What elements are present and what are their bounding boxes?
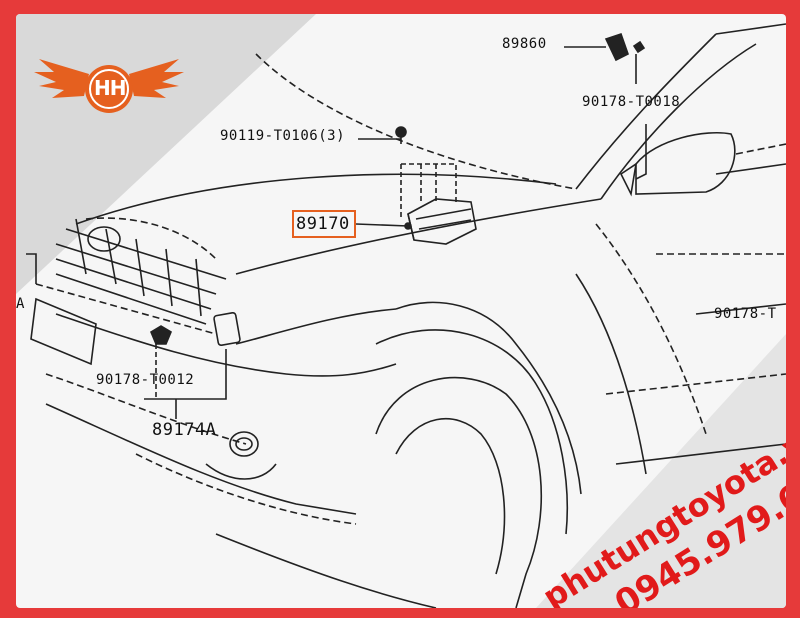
part-label-90119-t0106[interactable]: 90119-T0106(3) bbox=[220, 128, 346, 144]
part-label-89170[interactable]: 89170 bbox=[296, 214, 350, 234]
part-label-89860[interactable]: 89860 bbox=[502, 36, 547, 52]
part-label-89174a[interactable]: 89174A bbox=[152, 420, 217, 440]
part-label-90178-t-right[interactable]: 90178-T bbox=[714, 306, 777, 322]
logo-text: HH bbox=[94, 76, 127, 100]
part-label-a: A bbox=[16, 296, 25, 312]
parts-diagram-sheet: 89860 90178-T0018 90119-T0106(3) 89170 9… bbox=[16, 14, 786, 608]
hh-logo bbox=[34, 59, 184, 113]
vehicle-line-drawing bbox=[26, 23, 786, 608]
part-label-90178-t0018[interactable]: 90178-T0018 bbox=[582, 94, 681, 110]
highlighted-part-box bbox=[292, 210, 356, 238]
part-label-90178-t0012[interactable]: 90178-T0012 bbox=[96, 372, 195, 388]
